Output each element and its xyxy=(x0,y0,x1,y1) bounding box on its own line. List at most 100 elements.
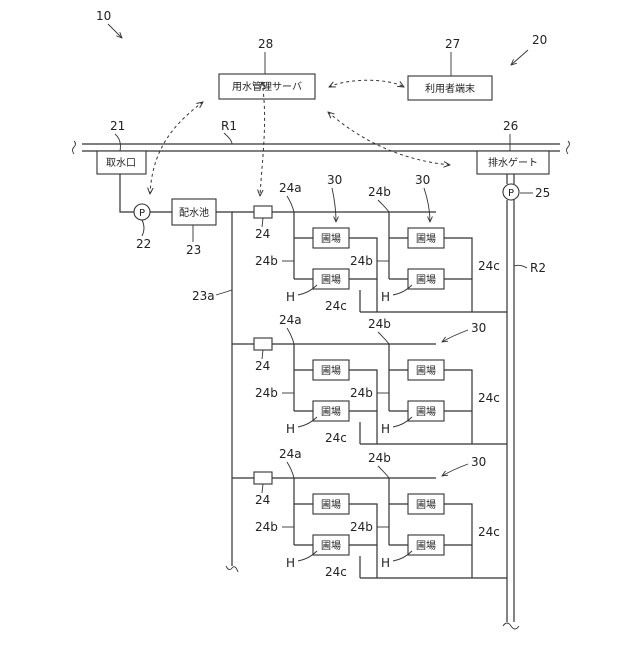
g2-valve-ref: 24 xyxy=(255,359,270,373)
g1-col2-drain-24c-top xyxy=(444,238,472,279)
g1-col2-top-b-ref: 24b xyxy=(368,185,391,199)
g1-pipe-a-ref: 24a xyxy=(279,181,302,195)
g1-col2-pipe-b-ref: 24b xyxy=(350,254,373,268)
channel-break-left xyxy=(73,141,76,154)
comm-server-pump xyxy=(150,102,203,194)
g1-col1-pipe-b-ref: 24b xyxy=(255,254,278,268)
g2-col2-top-b-leader xyxy=(378,332,389,344)
main-pipe-break xyxy=(226,566,238,572)
g2-col1-h-ref: H xyxy=(286,422,295,436)
server-ref-label: 28 xyxy=(258,37,273,51)
g1-col1-field-2-label: 圃場 xyxy=(321,273,341,286)
g2-col2-h-ref: H xyxy=(381,422,390,436)
g3-field-arrow xyxy=(442,464,468,476)
gate-label: 排水ゲート xyxy=(488,156,538,169)
g3-col1-field-1-label: 圃場 xyxy=(321,498,341,511)
channel-r2-break xyxy=(503,623,519,629)
g2-field-arrow xyxy=(442,330,468,342)
r1-label: R1 xyxy=(221,119,237,133)
r2-leader xyxy=(514,265,527,268)
g3-col2-pipe-b-ref: 24b xyxy=(350,520,373,534)
g2-col1-field-1-label: 圃場 xyxy=(321,364,341,377)
pond-ref-label: 23 xyxy=(186,243,201,257)
intake-label: 取水口 xyxy=(106,157,136,169)
sys-ref-arrow xyxy=(511,50,528,65)
g2-col2-field-2-label: 圃場 xyxy=(416,405,436,418)
g3-col2-drain-24c-top xyxy=(444,504,472,545)
g1-col2-pipe-c-ref: 24c xyxy=(478,259,500,273)
r1-leader xyxy=(224,133,232,144)
g2-valve-24 xyxy=(254,338,272,350)
g1-field-ref-2: 30 xyxy=(415,173,430,187)
pond-label: 配水池 xyxy=(179,206,209,219)
pump-25-label: P xyxy=(508,188,514,199)
pump-22-ref-label: 22 xyxy=(136,237,151,251)
g3-col1-pipe-b-ref: 24b xyxy=(255,520,278,534)
sys-ref-label: 20 xyxy=(532,33,547,47)
g2-col2-field-1-label: 圃場 xyxy=(416,364,436,377)
g2-col1-pipe-c-ref: 24c xyxy=(325,431,347,445)
fig-ref-label: 10 xyxy=(96,9,111,23)
g1-valve-ref: 24 xyxy=(255,227,270,241)
branch-groups: 2424a3030圃場圃場H24b24c圃場圃場H24b24c24b2424a3… xyxy=(232,173,507,579)
g1-col2-field-2-label: 圃場 xyxy=(416,273,436,286)
g1-col1-h-ref: H xyxy=(286,290,295,304)
g3-col2-top-b-ref: 24b xyxy=(368,451,391,465)
g2-field-ref: 30 xyxy=(471,321,486,335)
terminal-label: 利用者端末 xyxy=(425,82,475,95)
r2-label: R2 xyxy=(530,261,546,275)
g2-valve-leader xyxy=(262,350,263,359)
g3-pipe-a-leader xyxy=(287,462,294,478)
g2-col1-field-2-label: 圃場 xyxy=(321,405,341,418)
g2-col1-pipe-b-ref: 24b xyxy=(255,386,278,400)
g1-field-arrow xyxy=(332,188,336,222)
g2-col2-pipe-c-ref: 24c xyxy=(478,391,500,405)
g3-col2-h-ref: H xyxy=(381,556,390,570)
g2-pipe-a-leader xyxy=(287,328,294,344)
g2-pipe-a-ref: 24a xyxy=(279,313,302,327)
g1-col1-pipe-c-ref: 24c xyxy=(325,299,347,313)
g3-col2-field-2-label: 圃場 xyxy=(416,539,436,552)
g1-col2-h-ref: H xyxy=(381,290,390,304)
g2-col2-top-b-ref: 24b xyxy=(368,317,391,331)
g3-col2-top-b-leader xyxy=(378,466,389,478)
g1-col2-top-b-leader xyxy=(378,200,389,212)
g3-col1-field-2-label: 圃場 xyxy=(321,539,341,552)
terminal-ref-label: 27 xyxy=(445,37,460,51)
g2-col2-pipe-b-ref: 24b xyxy=(350,386,373,400)
g3-col2-pipe-c-ref: 24c xyxy=(478,525,500,539)
g3-valve-24 xyxy=(254,472,272,484)
main-pipe-leader xyxy=(216,290,232,295)
comm-server-terminal xyxy=(329,80,404,87)
pump-25-ref-label: 25 xyxy=(535,186,550,200)
intake-leader xyxy=(115,134,120,151)
pump-22-leader xyxy=(142,220,144,236)
channel-break-right xyxy=(567,141,570,154)
g1-valve-leader xyxy=(262,218,263,227)
g3-col1-pipe-c-ref: 24c xyxy=(325,565,347,579)
comm-server-gate xyxy=(328,112,450,165)
g1-pipe-a-leader xyxy=(287,196,294,212)
g3-valve-ref: 24 xyxy=(255,493,270,507)
fig-ref-arrow xyxy=(108,24,122,38)
g1-col1-field-1-label: 圃場 xyxy=(321,232,341,245)
main-pipe-ref-label: 23a xyxy=(192,289,215,303)
g1-col2-field-1-label: 圃場 xyxy=(416,232,436,245)
server-label: 用水管理サーバ xyxy=(232,80,302,93)
g3-valve-leader xyxy=(262,484,263,493)
pump-22-label: P xyxy=(139,208,145,219)
gate-ref-label: 26 xyxy=(503,119,518,133)
g1-field-ref: 30 xyxy=(327,173,342,187)
g1-valve-24 xyxy=(254,206,272,218)
g3-pipe-a-ref: 24a xyxy=(279,447,302,461)
main-pipe-23a xyxy=(216,212,232,566)
g3-col2-field-1-label: 圃場 xyxy=(416,498,436,511)
g3-field-ref: 30 xyxy=(471,455,486,469)
g1-field-arrow-2 xyxy=(424,188,430,222)
g3-col1-h-ref: H xyxy=(286,556,295,570)
intake-ref-label: 21 xyxy=(110,119,125,133)
g2-col2-drain-24c-top xyxy=(444,370,472,411)
pipe-intake-pump xyxy=(120,174,134,212)
